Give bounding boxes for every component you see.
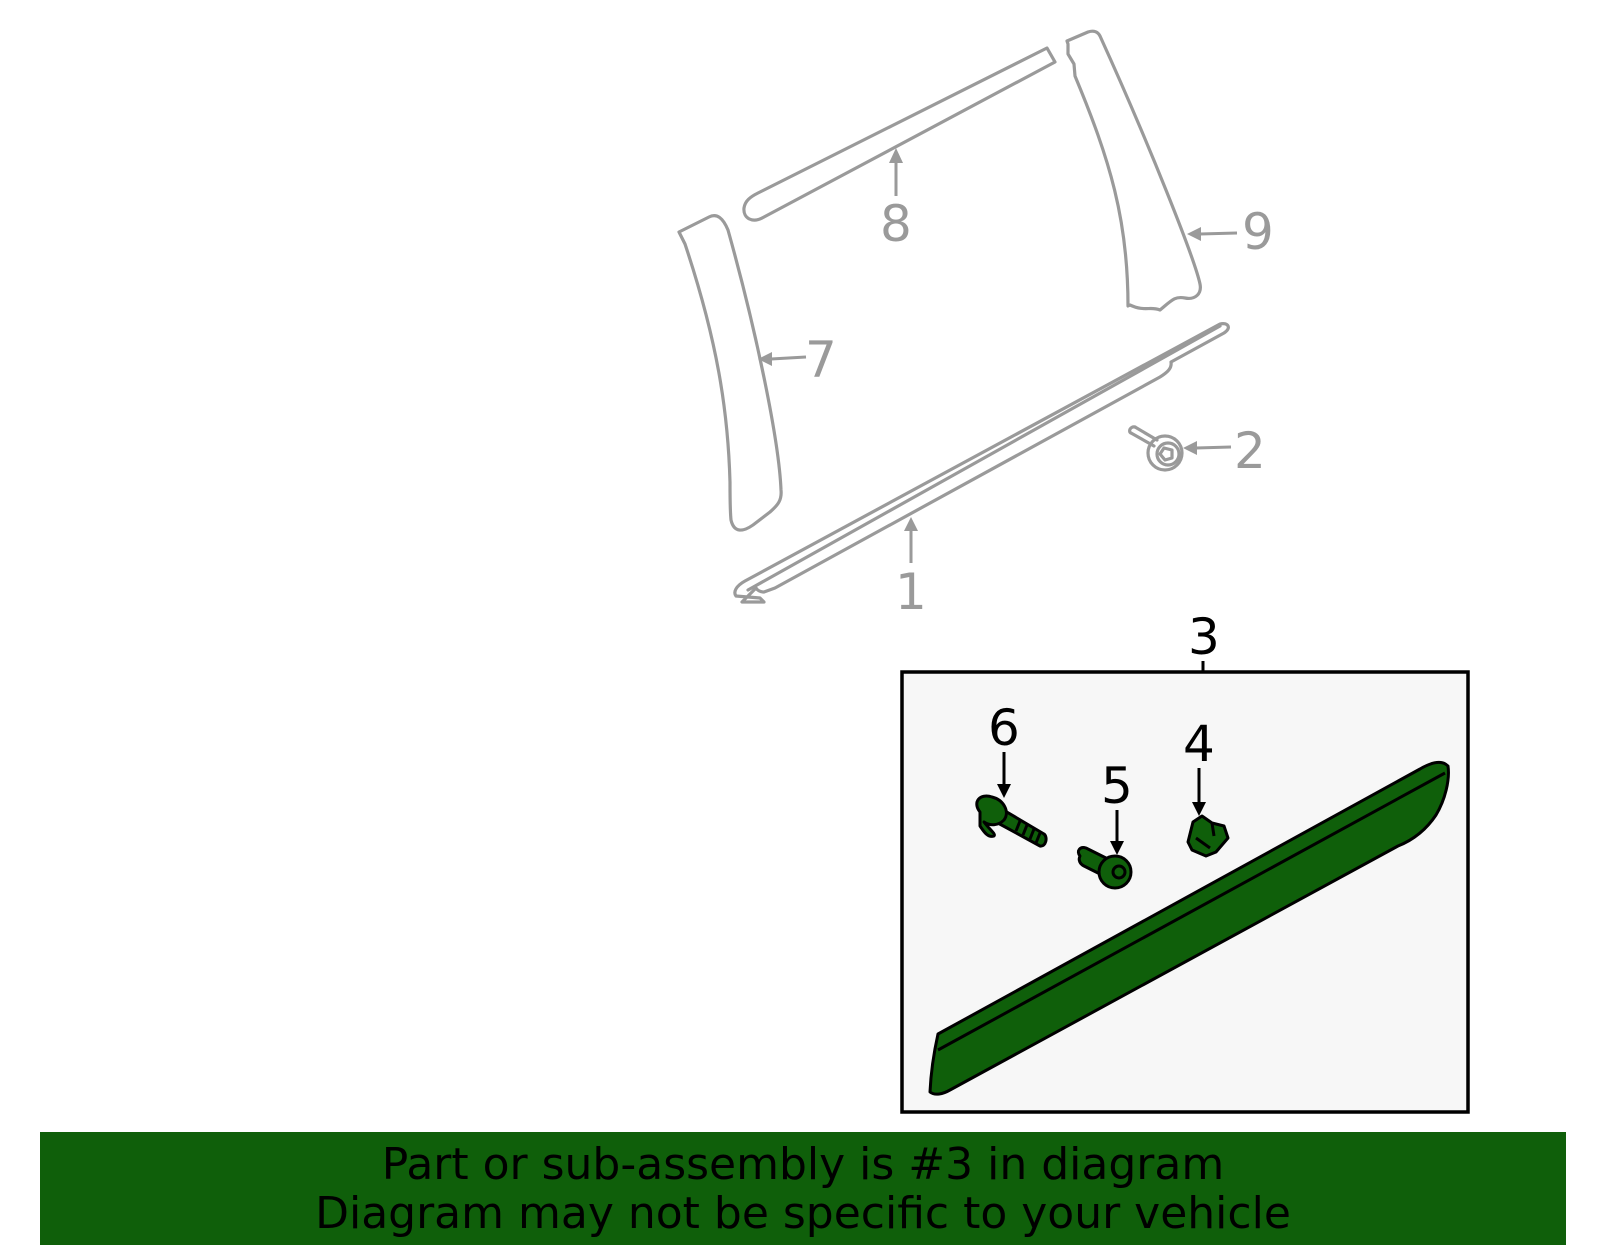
banner-line-2: Diagram may not be specific to your vehi… <box>315 1187 1291 1239</box>
part-4-clip[interactable]: 4 <box>1183 715 1230 858</box>
callout-6: 6 <box>988 699 1020 757</box>
callout-1: 1 <box>895 563 927 621</box>
info-banner: Part or sub-assembly is #3 in diagram Di… <box>40 1132 1566 1245</box>
part-3-door-molding[interactable] <box>928 760 1450 1096</box>
part-8-upper-molding[interactable]: 8 <box>742 46 1057 253</box>
callout-7: 7 <box>805 331 837 389</box>
callout-9: 9 <box>1242 203 1274 261</box>
callout-5: 5 <box>1101 757 1133 815</box>
part-2-screw[interactable]: 2 <box>1128 422 1266 480</box>
part-5-clip[interactable]: 5 <box>1076 757 1133 890</box>
part-9-rear-pillar[interactable]: 9 <box>1065 29 1274 312</box>
banner-line-1: Part or sub-assembly is #3 in diagram <box>381 1138 1225 1190</box>
part-6-bolt[interactable]: 6 <box>975 699 1048 848</box>
part-1-belt-molding[interactable]: 1 <box>733 322 1230 621</box>
callout-4: 4 <box>1183 715 1215 773</box>
callout-8: 8 <box>880 195 912 253</box>
callout-2: 2 <box>1234 422 1266 480</box>
callout-3: 3 <box>1188 608 1220 666</box>
part-7-front-pillar[interactable]: 7 <box>677 214 837 532</box>
part-3-subassembly[interactable]: 3 6 5 4 <box>900 608 1470 1114</box>
